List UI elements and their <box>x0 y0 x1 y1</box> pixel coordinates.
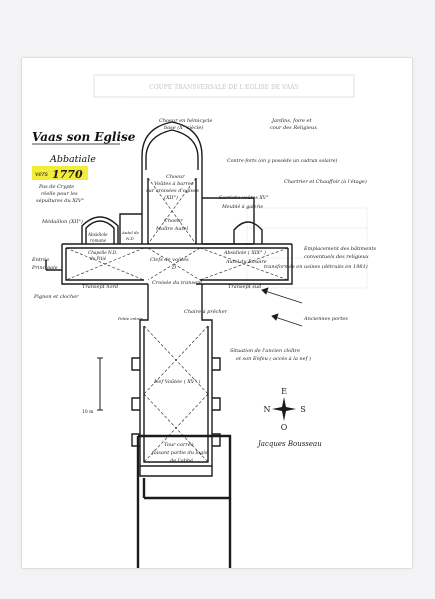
plan-subtitle: Abbatiale <box>49 154 96 165</box>
label-transformes: transformés en usines (détruits en 1981) <box>264 263 368 270</box>
label-situation-2: et son Enfeu ( accès à la nef ) <box>236 355 311 362</box>
nave-wall <box>139 284 213 467</box>
plan-sheet: COUPE TRANSVERSALE DE L'EGLISE DE VAAS V… <box>22 58 412 568</box>
label-autel-nd-1: Autel de <box>121 230 140 235</box>
label-autel-nd-2: N.D <box>125 236 135 241</box>
compass-east: E <box>281 387 287 396</box>
label-sacristie-2: Meublé à galerie <box>221 203 263 210</box>
crypt-note-2: réelle pour les <box>41 190 78 197</box>
scale-label: 10 m <box>82 409 94 415</box>
plan-title: Vaas son Eglise <box>32 130 136 144</box>
label-entree-1: Entrée <box>31 256 49 263</box>
transept-wall <box>61 243 293 285</box>
label-choeur-voutes-3: sur croisées d'ogives <box>146 187 199 194</box>
label-pignon: Pignon et clocher <box>33 294 79 300</box>
scale-bar: 10 m <box>82 357 103 415</box>
label-chapelle-nd-1: Chapelle N.D. <box>88 250 117 255</box>
compass-north: N <box>264 405 271 414</box>
label-clefs-2: D <box>171 265 176 271</box>
label-choeur-hemicycle-2: base (X° siècle) <box>164 124 203 131</box>
label-choeur-voutes-2: Voûtes à barres <box>154 180 194 187</box>
compass: E O N S <box>264 387 306 432</box>
label-clefs-1: Clefs de voûtes <box>150 256 189 263</box>
compass-south: S <box>300 405 305 414</box>
tower-wall <box>136 434 232 568</box>
signature: Jacques Bousseau <box>256 440 322 448</box>
label-transept-nord: Transept nord <box>82 284 118 290</box>
background-title: COUPE TRANSVERSALE DE L'EGLISE DE VAAS <box>149 84 299 91</box>
label-transept-sud: Transept sud <box>228 284 261 290</box>
label-chapelle-nd-2: de Pitié <box>90 256 107 261</box>
label-tour-3: de l'abbé <box>170 457 193 464</box>
church-floor-plan: COUPE TRANSVERSALE DE L'EGLISE DE VAAS V… <box>31 74 376 568</box>
label-anciennes-portes: Anciennes portes <box>303 316 348 322</box>
label-medaillon: Médaillon (XII°) <box>41 218 83 225</box>
label-choeur-voutes-4: (XII°) <box>164 194 178 201</box>
label-emplacement-2: conventuels des religieux <box>304 254 369 260</box>
label-entree-2: Principale <box>31 265 58 271</box>
label-chartrier: Chartrier et Chauffoir (à l'étage) <box>284 178 367 185</box>
absidiole-sud-wall <box>233 221 263 244</box>
label-absidiole: Absidiole ( XIX° ) <box>223 249 266 256</box>
year-prefix: vers <box>35 171 48 178</box>
apse-wall <box>145 129 199 170</box>
label-contreforts: Contre-forts (on y possède un cadran sol… <box>227 157 337 164</box>
label-jardins-2: cour des Religieux <box>270 125 317 131</box>
label-croisee: Croisée du transept <box>152 279 203 286</box>
label-petite-entree: Petite entrée <box>117 316 144 321</box>
crypt-note-3: sépultures du XIV° <box>36 197 84 204</box>
label-chaire: Chaire à prêcher <box>184 308 228 315</box>
label-sacristie-1: Sacristie voûtes XV° <box>219 194 269 201</box>
label-emplacement-1: Emplacement des bâtiments <box>303 245 376 252</box>
year-highlight <box>32 166 88 180</box>
absidiole-romane-wall <box>81 216 119 244</box>
annotation-arrows <box>261 287 303 327</box>
label-choeur-autel-1: Choeur <box>164 218 183 224</box>
label-abside-romane-2: romane <box>90 238 107 243</box>
label-jardins-1: Jardins, foire et <box>271 118 312 124</box>
compass-west: O <box>281 423 288 432</box>
label-abside-romane-1: Absidiole <box>87 232 108 237</box>
label-autel-rosaire: Autel du Rosaire <box>225 259 267 265</box>
label-choeur-voutes-1: Choeur <box>166 174 185 180</box>
vault-ribs <box>65 177 289 463</box>
label-choeur-autel-2: Maître Autel <box>155 225 188 232</box>
label-nef: Nef Voûtée ( XV° ) <box>153 378 200 385</box>
crypt-note-1: Pas de Crypte <box>38 184 74 190</box>
label-situation-1: Situation de l'ancien cloître <box>230 347 300 354</box>
year-value: 1770 <box>52 168 83 181</box>
label-tour-1: Tour carrée <box>164 441 194 448</box>
background-header: COUPE TRANSVERSALE DE L'EGLISE DE VAAS <box>93 74 368 289</box>
label-tour-2: faisant partie du logis <box>151 450 208 456</box>
label-choeur-hemicycle-1: Choeur en hémicycle <box>159 117 213 124</box>
